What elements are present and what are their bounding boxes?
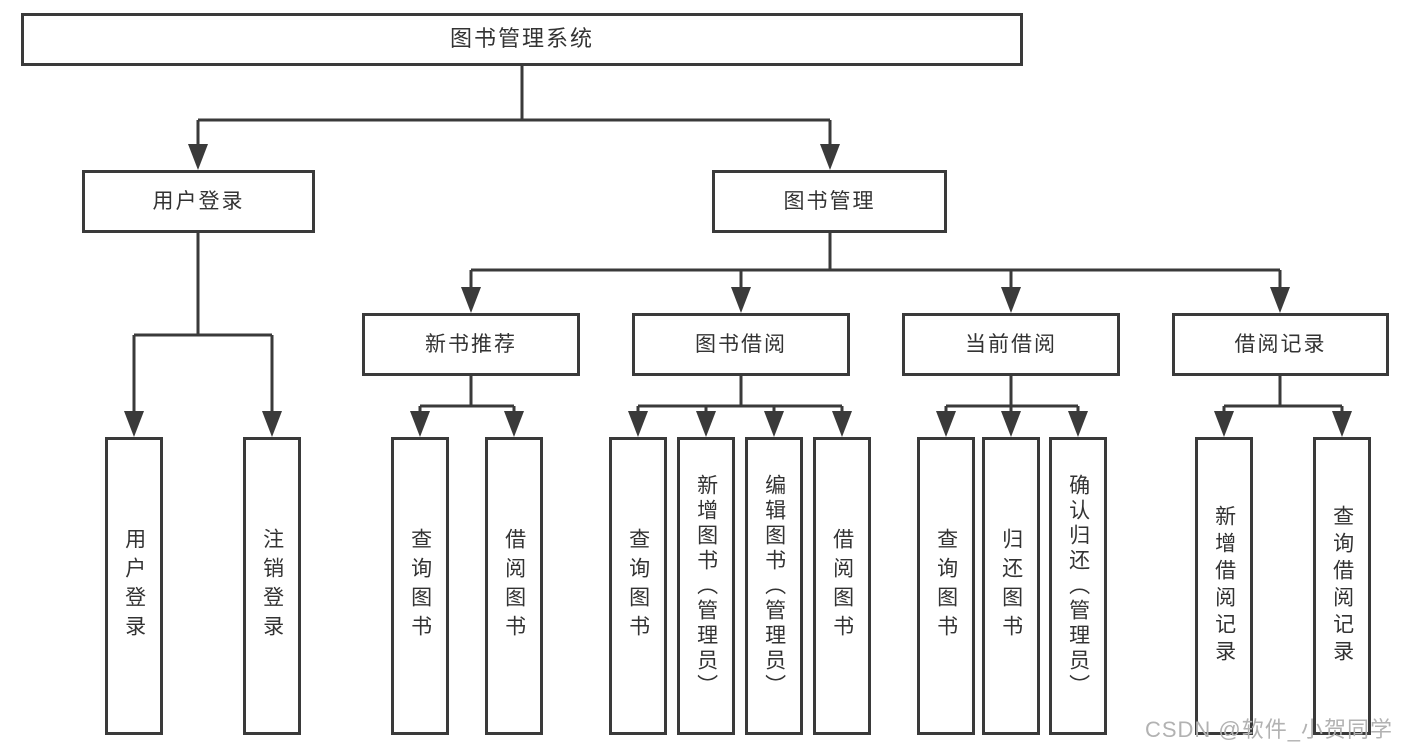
node-label: 借阅图书	[830, 528, 854, 644]
node-label: 查询借阅记录	[1330, 505, 1354, 667]
leaf-borrow-books: 借阅图书	[813, 437, 871, 735]
leaf-query-borrow-record: 查询借阅记录	[1313, 437, 1371, 735]
node-borrow-records: 借阅记录	[1172, 313, 1389, 376]
node-label: 用户登录	[152, 189, 245, 213]
node-book-management: 图书管理	[712, 170, 947, 233]
leaf-add-books-admin: 新增图书（管理员）	[677, 437, 735, 735]
node-current-borrow: 当前借阅	[902, 313, 1120, 376]
leaf-confirm-return-admin: 确认归还（管理员）	[1049, 437, 1107, 735]
leaf-logout: 注销登录	[243, 437, 301, 735]
connector-user-login-branch	[132, 233, 274, 415]
arrowheads-level3	[461, 287, 1290, 313]
node-label: 图书管理	[783, 189, 876, 213]
leaf-user-login: 用户登录	[105, 437, 163, 735]
node-label: 查询图书	[626, 528, 650, 644]
node-label: 新增借阅记录	[1212, 505, 1236, 667]
node-library-management-system: 图书管理系统	[21, 13, 1023, 66]
node-label: 编辑图书（管理员）	[762, 473, 786, 699]
connector-borrow-records-branch	[1222, 376, 1344, 415]
arrowheads-leaves	[124, 411, 1352, 437]
node-label: 图书借阅	[695, 332, 787, 356]
node-label: 当前借阅	[965, 332, 1057, 356]
node-book-borrow: 图书借阅	[632, 313, 850, 376]
leaf-add-borrow-record: 新增借阅记录	[1195, 437, 1253, 735]
node-user-login: 用户登录	[82, 170, 315, 233]
node-label: 确认归还（管理员）	[1066, 473, 1090, 699]
node-label: 查询图书	[408, 528, 432, 644]
watermark-text: CSDN @软件_小贺同学	[1144, 717, 1393, 742]
connector-root-to-level2	[196, 66, 832, 150]
csdn-watermark: CSDN @软件_小贺同学	[1145, 712, 1393, 744]
leaf-return-books: 归还图书	[982, 437, 1040, 735]
node-label: 用户登录	[122, 528, 146, 644]
leaf-query-books-current: 查询图书	[917, 437, 975, 735]
leaf-query-books-newrec: 查询图书	[391, 437, 449, 735]
connector-current-borrow-branch	[944, 376, 1080, 415]
node-new-book-recommend: 新书推荐	[362, 313, 580, 376]
connector-new-book-branch	[418, 376, 516, 415]
arrowheads-level2	[188, 144, 840, 170]
connector-book-management-branch	[469, 233, 1282, 292]
node-label: 图书管理系统	[449, 26, 594, 52]
node-label: 查询图书	[934, 528, 958, 644]
leaf-query-books-borrow: 查询图书	[609, 437, 667, 735]
node-label: 归还图书	[999, 528, 1023, 644]
leaf-edit-books-admin: 编辑图书（管理员）	[745, 437, 803, 735]
connector-book-borrow-branch	[636, 376, 844, 415]
node-label: 注销登录	[260, 528, 284, 644]
node-label: 借阅记录	[1234, 332, 1327, 356]
node-label: 新书推荐	[425, 332, 517, 356]
leaf-borrow-books-newrec: 借阅图书	[485, 437, 543, 735]
node-label: 新增图书（管理员）	[694, 473, 718, 699]
node-label: 借阅图书	[502, 528, 526, 644]
